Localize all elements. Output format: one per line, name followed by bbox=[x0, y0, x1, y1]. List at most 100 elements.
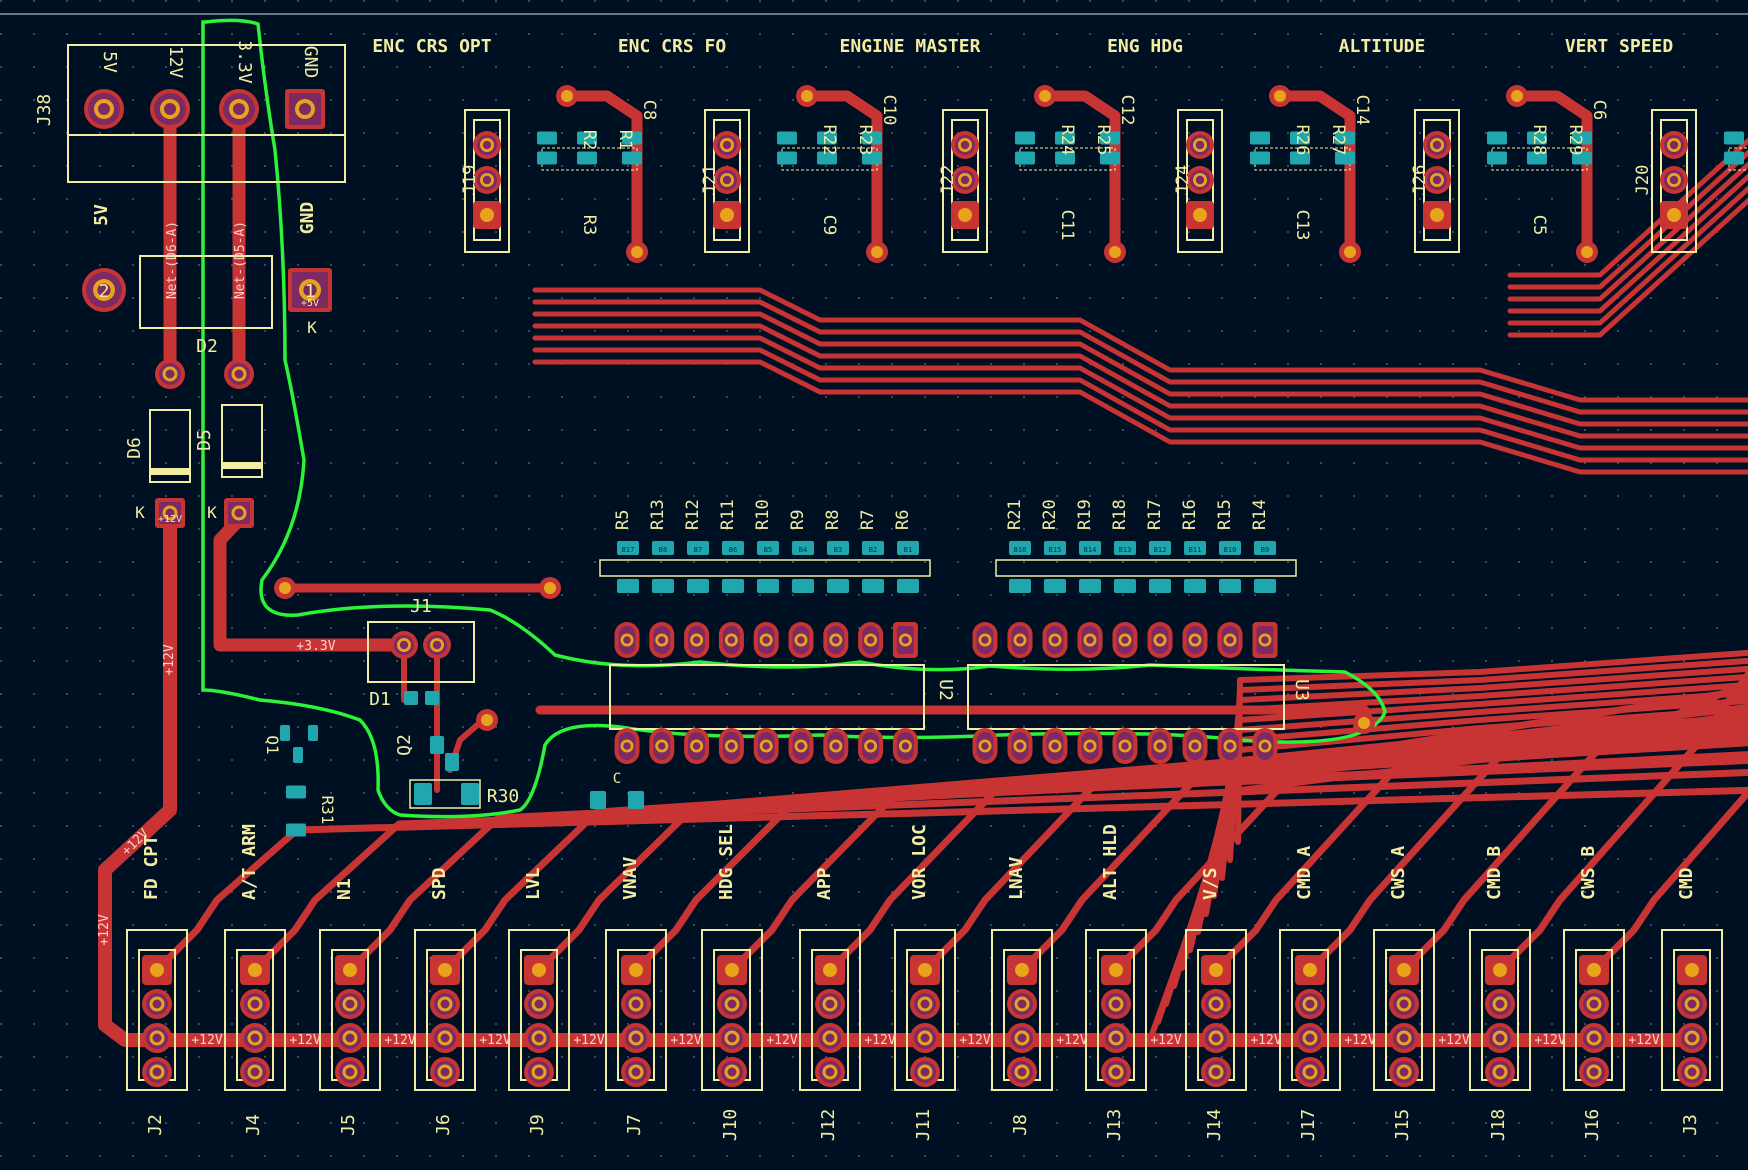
smd-pad[interactable] bbox=[1044, 579, 1066, 593]
smd-pad[interactable] bbox=[862, 541, 884, 555]
smd-pad[interactable] bbox=[792, 579, 814, 593]
smd-pad[interactable] bbox=[1184, 541, 1206, 555]
smd-pad[interactable] bbox=[897, 579, 919, 593]
smd-pad[interactable] bbox=[1079, 541, 1101, 555]
smd-pad[interactable] bbox=[430, 736, 444, 754]
smd-pad[interactable] bbox=[1009, 579, 1031, 593]
smd-pad[interactable] bbox=[652, 579, 674, 593]
smd-pad[interactable] bbox=[1572, 151, 1592, 165]
smd-pad[interactable] bbox=[722, 579, 744, 593]
pad-hole bbox=[1111, 999, 1121, 1009]
smd-pad[interactable] bbox=[622, 131, 642, 145]
smd-pad[interactable] bbox=[792, 541, 814, 555]
pad-hole bbox=[825, 1033, 835, 1043]
smd-pad[interactable] bbox=[1055, 131, 1075, 145]
connector-ref: J20 bbox=[1633, 165, 1653, 196]
smd-pad[interactable] bbox=[622, 151, 642, 165]
smd-pad[interactable] bbox=[1100, 131, 1120, 145]
smd-pad[interactable] bbox=[461, 783, 479, 805]
smd-pad[interactable] bbox=[286, 823, 306, 837]
pad-hole bbox=[1211, 1033, 1221, 1043]
smd-pad[interactable] bbox=[1335, 151, 1355, 165]
smd-pad[interactable] bbox=[897, 541, 919, 555]
function-header: CWS B bbox=[1578, 846, 1599, 900]
smd-pad[interactable] bbox=[862, 131, 882, 145]
smd-pad[interactable] bbox=[590, 791, 606, 809]
smd-pad[interactable] bbox=[817, 151, 837, 165]
diode-cathode-label: K bbox=[307, 318, 317, 337]
smd-pad[interactable] bbox=[1184, 579, 1206, 593]
smd-pad[interactable] bbox=[1149, 579, 1171, 593]
smd-pad[interactable] bbox=[722, 541, 744, 555]
smd-pad[interactable] bbox=[308, 725, 318, 741]
smd-pad[interactable] bbox=[1250, 151, 1270, 165]
smd-pad[interactable] bbox=[1015, 151, 1035, 165]
smd-pad[interactable] bbox=[1527, 151, 1547, 165]
smd-pad[interactable] bbox=[1254, 579, 1276, 593]
smd-pad[interactable] bbox=[445, 753, 459, 771]
smd-pad[interactable] bbox=[577, 131, 597, 145]
smd-pad[interactable] bbox=[1114, 579, 1136, 593]
smd-pad[interactable] bbox=[1100, 151, 1120, 165]
smd-pad[interactable] bbox=[652, 541, 674, 555]
smd-pad-label: B2 bbox=[869, 546, 877, 554]
smd-pad[interactable] bbox=[1250, 131, 1270, 145]
smd-pad[interactable] bbox=[1009, 541, 1031, 555]
connector-ref: J10 bbox=[720, 1109, 741, 1142]
net-label: +12V bbox=[1534, 1033, 1565, 1048]
smd-pad[interactable] bbox=[280, 725, 290, 741]
smd-pad[interactable] bbox=[537, 131, 557, 145]
smd-pad[interactable] bbox=[1724, 151, 1744, 165]
smd-pad[interactable] bbox=[827, 579, 849, 593]
smd-pad[interactable] bbox=[1335, 131, 1355, 145]
connector-ref: J16 bbox=[1582, 1109, 1603, 1142]
smd-pad[interactable] bbox=[1079, 579, 1101, 593]
smd-pad[interactable] bbox=[1290, 151, 1310, 165]
smd-pad[interactable] bbox=[414, 783, 432, 805]
smd-pad[interactable] bbox=[1015, 131, 1035, 145]
smd-pad[interactable] bbox=[1114, 541, 1136, 555]
connector-ref: J24 bbox=[1173, 165, 1193, 196]
smd-pad[interactable] bbox=[1487, 151, 1507, 165]
smd-pad[interactable] bbox=[827, 541, 849, 555]
smd-pad[interactable] bbox=[817, 131, 837, 145]
smd-pad[interactable] bbox=[1149, 541, 1171, 555]
pad-drill bbox=[480, 208, 494, 222]
smd-pad[interactable] bbox=[628, 791, 644, 809]
smd-pad[interactable] bbox=[862, 151, 882, 165]
smd-pad[interactable] bbox=[1487, 131, 1507, 145]
smd-pad[interactable] bbox=[757, 579, 779, 593]
connector-inner-outline bbox=[713, 119, 741, 241]
smd-pad[interactable] bbox=[577, 151, 597, 165]
smd-pad[interactable] bbox=[1527, 131, 1547, 145]
smd-pad[interactable] bbox=[617, 579, 639, 593]
smd-pad[interactable] bbox=[286, 785, 306, 799]
connector-ref: J3 bbox=[1680, 1114, 1701, 1136]
smd-pad[interactable] bbox=[404, 691, 418, 705]
smd-pad[interactable] bbox=[757, 541, 779, 555]
smd-pad[interactable] bbox=[1724, 131, 1744, 145]
smd-pad[interactable] bbox=[862, 579, 884, 593]
smd-pad[interactable] bbox=[1572, 131, 1592, 145]
via-drill bbox=[1344, 246, 1356, 258]
smd-pad[interactable] bbox=[1044, 541, 1066, 555]
smd-pad[interactable] bbox=[1055, 151, 1075, 165]
via-drill bbox=[1274, 90, 1286, 102]
smd-pad[interactable] bbox=[777, 151, 797, 165]
smd-pad[interactable] bbox=[687, 541, 709, 555]
smd-pad[interactable] bbox=[293, 747, 303, 763]
pad-drill bbox=[1587, 963, 1601, 977]
smd-pad[interactable] bbox=[425, 691, 439, 705]
smd-pad[interactable] bbox=[777, 131, 797, 145]
smd-pad[interactable] bbox=[1219, 541, 1241, 555]
smd-pad[interactable] bbox=[1254, 541, 1276, 555]
pad-hole bbox=[1432, 175, 1442, 185]
smd-pad[interactable] bbox=[537, 151, 557, 165]
smd-pad[interactable] bbox=[1219, 579, 1241, 593]
smd-pad[interactable] bbox=[1290, 131, 1310, 145]
smd-pad[interactable] bbox=[617, 541, 639, 555]
smd-pad[interactable] bbox=[687, 579, 709, 593]
diode-d5-band bbox=[222, 462, 262, 469]
